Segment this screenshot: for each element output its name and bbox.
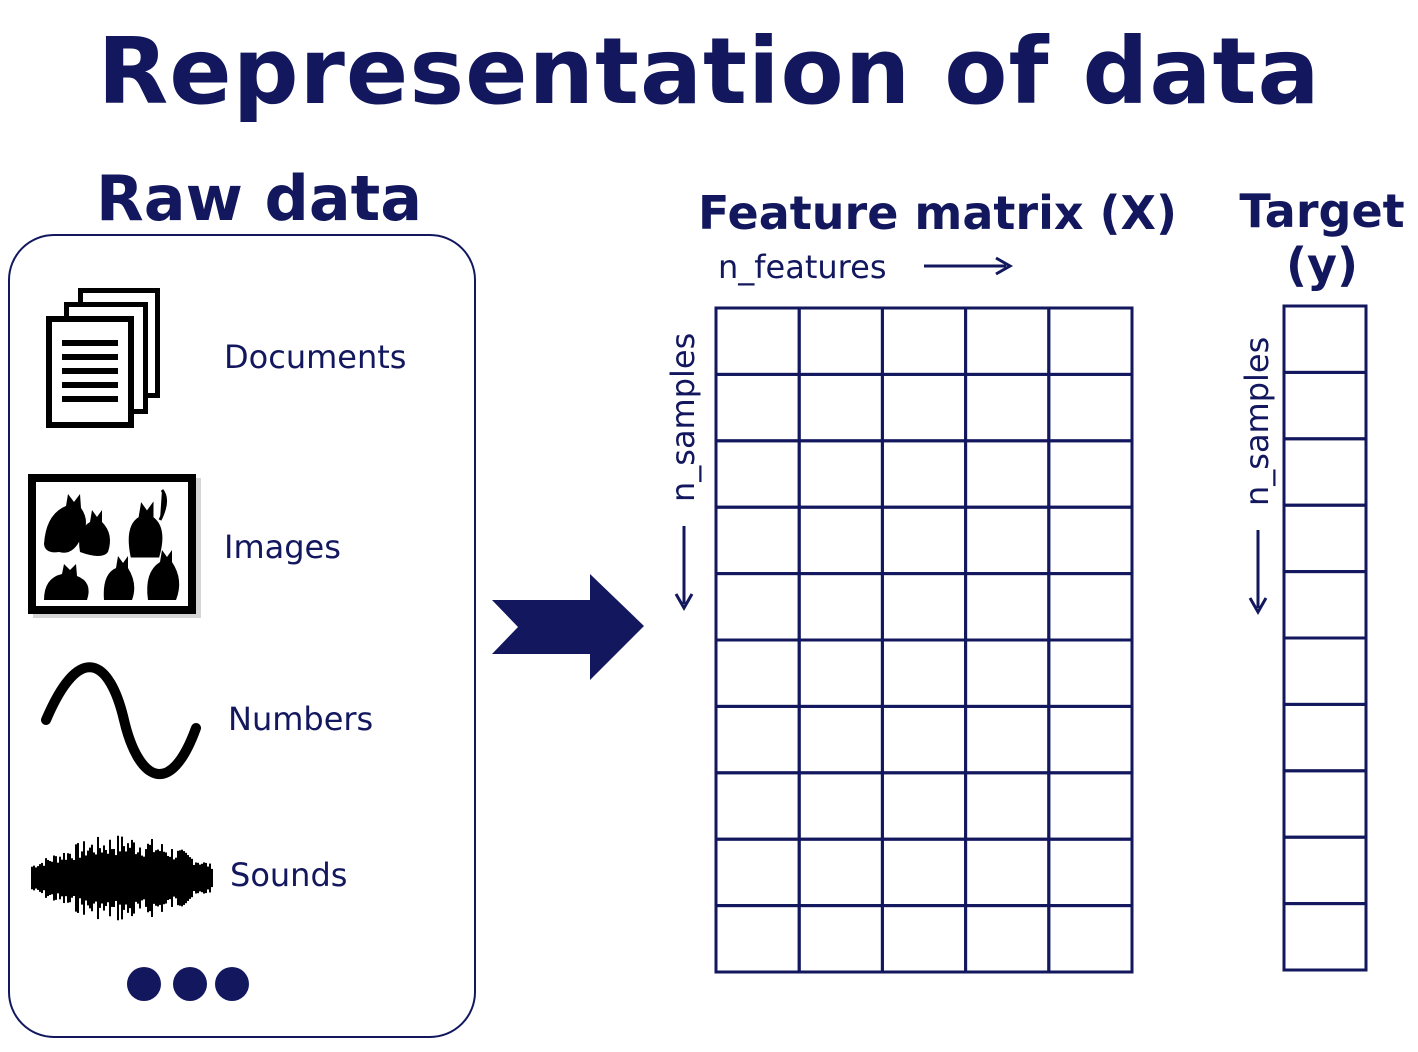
feature-matrix-cell — [797, 372, 884, 443]
page-title: Representation of data — [97, 18, 1321, 125]
n-samples-label: n_samples — [664, 332, 702, 502]
transform-arrow-icon — [492, 574, 644, 680]
n-samples-arrow-icon — [674, 526, 694, 612]
feature-matrix-cell — [880, 439, 968, 509]
documents-label: Documents — [224, 338, 407, 376]
feature-matrix-cell — [964, 638, 1051, 708]
feature-matrix-cell — [714, 572, 801, 642]
feature-matrix-cell — [797, 306, 884, 376]
cat-images-icon — [28, 474, 201, 618]
target-cell — [1282, 304, 1368, 374]
feature-matrix-title: Feature matrix (X) — [698, 186, 1178, 240]
target-n-samples-arrow-icon — [1248, 530, 1268, 616]
images-label: Images — [224, 528, 341, 566]
feature-matrix-cell — [964, 771, 1051, 841]
feature-matrix-grid — [714, 306, 1134, 974]
target-cell — [1282, 769, 1368, 839]
feature-matrix-cell — [880, 572, 968, 642]
feature-matrix-cell — [964, 704, 1051, 775]
feature-matrix-cell — [880, 837, 968, 908]
feature-matrix-cell — [1047, 306, 1134, 376]
n-features-arrow-icon — [924, 256, 1014, 276]
feature-matrix-cell — [880, 306, 968, 376]
feature-matrix-cell — [964, 572, 1051, 642]
raw-data-panel — [8, 234, 476, 1038]
feature-matrix-cell — [964, 505, 1051, 576]
feature-matrix-cell — [714, 439, 801, 509]
feature-matrix-cell — [880, 505, 968, 576]
feature-matrix-cell — [964, 439, 1051, 509]
feature-matrix-cell — [1047, 439, 1134, 509]
feature-matrix-cell — [880, 372, 968, 443]
sounds-label: Sounds — [230, 856, 348, 894]
target-cell — [1282, 503, 1368, 574]
target-n-samples-label: n_samples — [1238, 336, 1276, 506]
feature-matrix-cell — [797, 704, 884, 775]
feature-matrix-cell — [797, 638, 884, 708]
target-title-line1: Target — [1239, 184, 1405, 238]
target-cell — [1282, 636, 1368, 706]
feature-matrix-cell — [797, 904, 884, 974]
feature-matrix-cell — [714, 771, 801, 841]
feature-matrix-cell — [714, 306, 801, 376]
feature-matrix-cell — [880, 704, 968, 775]
feature-matrix-cell — [1047, 372, 1134, 443]
feature-matrix-cell — [964, 372, 1051, 443]
feature-matrix-cell — [797, 837, 884, 908]
feature-matrix-cell — [1047, 904, 1134, 974]
raw-data-title: Raw data — [96, 162, 423, 235]
feature-matrix-cell — [1047, 638, 1134, 708]
feature-matrix-cell — [797, 505, 884, 576]
feature-matrix-cell — [714, 505, 801, 576]
sound-waveform-icon — [31, 835, 213, 921]
target-cell — [1282, 835, 1368, 906]
ellipsis-dots-icon — [127, 967, 249, 1001]
feature-matrix-cell — [964, 837, 1051, 908]
documents-icon — [46, 288, 160, 428]
feature-matrix-cell — [1047, 505, 1134, 576]
feature-matrix-cell — [797, 439, 884, 509]
feature-matrix-cell — [797, 572, 884, 642]
feature-matrix-cell — [797, 771, 884, 841]
target-title: Target (y) — [1232, 184, 1412, 292]
feature-matrix-cell — [1047, 704, 1134, 775]
feature-matrix-cell — [880, 771, 968, 841]
target-title-line2: (y) — [1285, 238, 1359, 292]
target-cell — [1282, 702, 1368, 773]
feature-matrix-cell — [1047, 572, 1134, 642]
feature-matrix-cell — [1047, 771, 1134, 841]
feature-matrix-cell — [714, 904, 801, 974]
feature-matrix-cell — [714, 638, 801, 708]
target-vector-grid — [1282, 304, 1368, 972]
feature-matrix-cell — [1047, 837, 1134, 908]
feature-matrix-cell — [714, 372, 801, 443]
target-cell — [1282, 570, 1368, 640]
feature-matrix-cell — [714, 704, 801, 775]
target-cell — [1282, 370, 1368, 441]
numbers-label: Numbers — [228, 700, 374, 738]
feature-matrix-cell — [714, 837, 801, 908]
feature-matrix-cell — [880, 904, 968, 974]
feature-matrix-cell — [880, 638, 968, 708]
sine-wave-icon — [41, 662, 201, 779]
feature-matrix-cell — [964, 306, 1051, 376]
target-cell — [1282, 902, 1368, 972]
feature-matrix-cell — [964, 904, 1051, 974]
n-features-label: n_features — [718, 248, 887, 286]
target-cell — [1282, 437, 1368, 507]
